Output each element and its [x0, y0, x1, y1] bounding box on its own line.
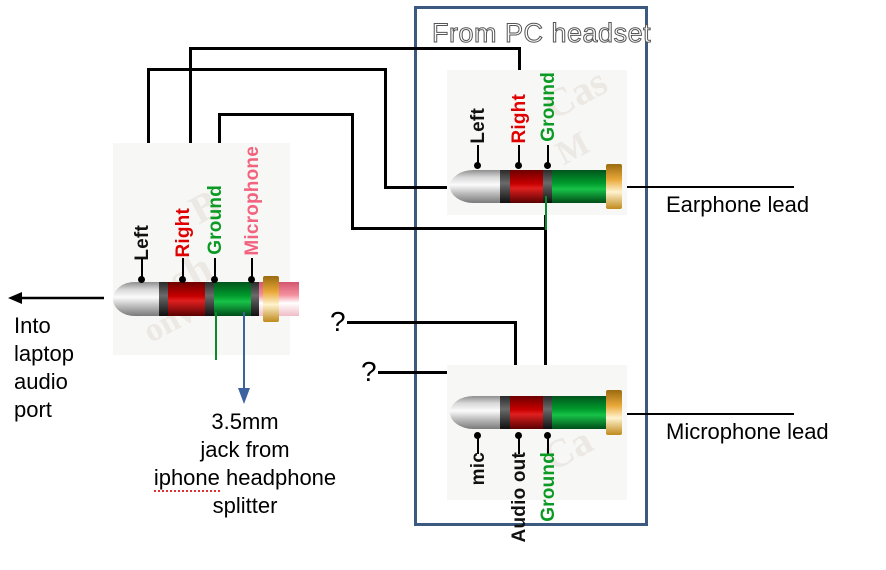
earphone-band-right	[510, 170, 544, 203]
earphone-ground-stub	[545, 196, 547, 230]
from-pc-headset-heading: From PC headset	[431, 18, 652, 49]
microphone-dot-mic	[474, 432, 481, 439]
earphone-tip-left	[450, 170, 502, 203]
into-laptop-arrow	[8, 292, 104, 304]
earphone-label-ground: Ground	[538, 72, 559, 142]
splitter-tick-right	[182, 258, 184, 280]
earphone-insulator-2	[543, 170, 553, 203]
splitter-jack-sleeve-end	[263, 276, 279, 322]
earphone-lead-line	[622, 186, 794, 188]
splitter-dot-ground	[211, 276, 218, 283]
earphone-dot-right	[515, 162, 522, 169]
splitter-label-right: Right	[173, 208, 194, 258]
splitter-tip-left	[113, 282, 161, 316]
wire-question-1-drop	[514, 321, 517, 405]
splitter-tick-microphone	[251, 258, 253, 280]
splitter-caption-line-4: splitter	[212, 493, 278, 518]
pc-earphone-sleeve-end	[606, 164, 622, 209]
microphone-band-audio-out	[510, 396, 544, 429]
from-pc-headset-group-box	[414, 6, 648, 526]
into-laptop-line-2: laptop	[14, 341, 74, 366]
earphone-dot-ground	[544, 162, 551, 169]
splitter-tick-ground	[214, 258, 216, 280]
splitter-caption-line-3-rest: headphone	[226, 465, 337, 490]
into-laptop-line-4: port	[14, 397, 52, 422]
microphone-insulator-2	[543, 396, 553, 429]
question-mark-mic: ?	[361, 356, 377, 387]
question-mark-audio-out: ?	[330, 306, 346, 337]
earphone-label-right: Right	[509, 94, 530, 144]
splitter-jack-connector	[113, 282, 299, 316]
earphone-tick-ground	[547, 145, 549, 163]
splitter-caption: 3.5mm jack from iphone headphone splitte…	[130, 408, 360, 520]
earphone-label-left: Left	[468, 108, 489, 144]
microphone-tick-ground	[547, 438, 549, 454]
splitter-caption-line-3: iphone headphone	[130, 464, 360, 492]
microphone-label-audio-out: Audio out	[509, 452, 530, 543]
microphone-insulator-1	[500, 396, 511, 429]
pc-microphone-connector	[450, 396, 620, 429]
splitter-insulator-2	[205, 282, 215, 316]
splitter-blue-arrow	[238, 312, 250, 404]
splitter-caption-line-2: jack from	[200, 437, 290, 462]
splitter-insulator-3	[251, 282, 260, 316]
microphone-tick-audio-out	[518, 438, 520, 454]
pc-microphone-sleeve-end	[606, 390, 622, 435]
splitter-caption-spellcheck-word: iphone	[153, 465, 220, 492]
wire-ground-vertical-shared	[544, 190, 547, 390]
wire-left-to-tip	[384, 186, 484, 189]
splitter-dot-left	[138, 276, 145, 283]
wire-left-horizontal-a	[147, 68, 387, 71]
microphone-label-ground: Ground	[538, 452, 559, 522]
splitter-insulator-1	[159, 282, 169, 316]
earphone-tick-right	[518, 145, 520, 163]
earphone-insulator-1	[500, 170, 511, 203]
splitter-dot-microphone	[248, 276, 255, 283]
microphone-label-mic: mic	[468, 452, 489, 486]
splitter-band-right	[168, 282, 206, 316]
wire-question-2	[378, 371, 477, 374]
wire-left-vertical-b	[384, 68, 387, 188]
splitter-tick-left	[141, 258, 143, 280]
splitter-label-microphone: Microphone	[242, 146, 263, 256]
earphone-tick-left	[477, 145, 479, 163]
splitter-dot-right	[179, 276, 186, 283]
microphone-tip-mic	[450, 396, 502, 429]
earphone-dot-left	[474, 162, 481, 169]
splitter-label-left: Left	[132, 225, 153, 261]
wire-ground-vertical-b	[351, 113, 354, 230]
pc-earphone-connector	[450, 170, 620, 203]
splitter-jack-photo: Cash B onv	[113, 143, 290, 355]
wire-ground-horizontal-b	[351, 227, 547, 230]
into-laptop-line-1: Into	[14, 313, 51, 338]
wire-question-1	[347, 321, 517, 324]
microphone-lead-line	[622, 413, 794, 415]
splitter-caption-line-1: 3.5mm	[211, 409, 279, 434]
into-laptop-caption: Into laptop audio port	[14, 312, 124, 424]
microphone-dot-audio-out	[515, 432, 522, 439]
splitter-ground-stub	[215, 312, 217, 360]
splitter-band-ground	[214, 282, 252, 316]
microphone-dot-ground	[544, 432, 551, 439]
earphone-lead-label: Earphone lead	[666, 192, 810, 217]
wire-ground-horizontal-a	[218, 113, 354, 116]
into-laptop-line-3: audio	[14, 369, 68, 394]
splitter-label-ground: Ground	[205, 185, 226, 255]
microphone-lead-label: Microphone lead	[666, 419, 829, 444]
wire-right-horizontal-a	[189, 47, 521, 50]
microphone-tick-mic	[477, 438, 479, 454]
